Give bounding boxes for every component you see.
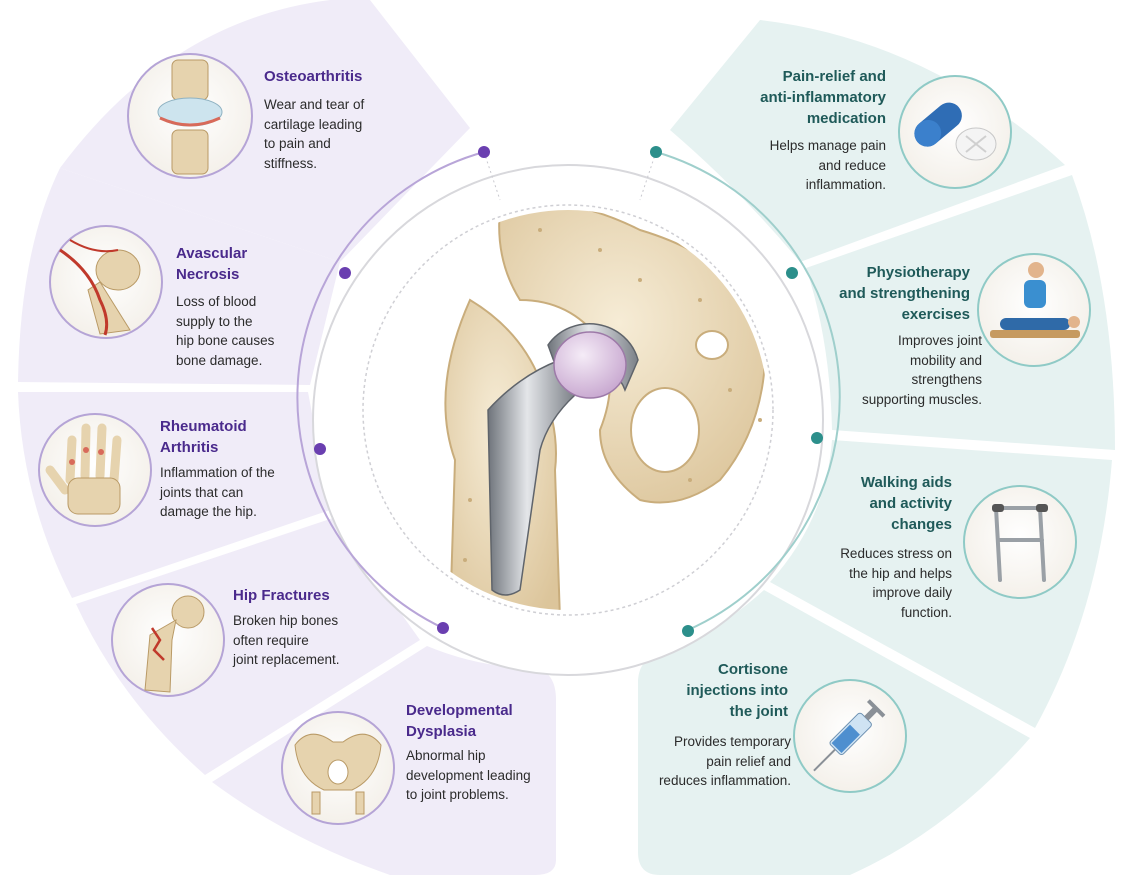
knee-joint-icon — [127, 53, 253, 179]
cause-desc-hip-fractures: Broken hip bones often require joint rep… — [233, 613, 340, 667]
treatment-desc-walking-aids: Reduces stress on the hip and helps impr… — [840, 546, 952, 620]
cause-title-rheumatoid-arthritis: Rheumatoid Arthritis — [160, 418, 247, 456]
treatment-title-physiotherapy: Physiotherapy and strengthening exercise… — [839, 264, 970, 323]
treatment-desc-medication: Helps manage pain and reduce inflammatio… — [769, 138, 886, 192]
connector-dot — [437, 622, 449, 634]
inner-dashed-ring — [362, 204, 774, 616]
treatment-connector-dots — [650, 146, 823, 637]
physiotherapist-icon — [977, 253, 1091, 367]
causes-panel — [18, 0, 556, 875]
treatment-desc-physiotherapy: Improves joint mobility and strengthens … — [861, 333, 982, 407]
cause-title-developmental-dysplasia: Developmental Dysplasia — [406, 702, 513, 740]
cause-title-avascular-necrosis: Avascular Necrosis — [176, 245, 248, 283]
connector-dot — [314, 443, 326, 455]
syringe-icon — [793, 679, 907, 793]
connector-dot — [786, 267, 798, 279]
cause-title-osteoarthritis: Osteoarthritis — [264, 68, 363, 85]
hip-blood-vessels-icon — [49, 225, 163, 339]
cause-desc-osteoarthritis: Wear and tear of cartilage leading to pa… — [264, 97, 365, 171]
causes-arc — [296, 151, 485, 629]
treatment-title-medication: Pain-relief and anti-inflammatory medica… — [760, 68, 886, 127]
fractured-femur-icon — [111, 583, 225, 697]
cause-desc-rheumatoid-arthritis: Inflammation of the joints that can dama… — [160, 465, 275, 519]
treatments-arc — [655, 151, 841, 631]
treatment-segment-physiotherapy — [806, 175, 1115, 450]
connector-dot — [478, 146, 490, 158]
hip-implant-illustration — [444, 210, 767, 610]
treatment-title-cortisone: Cortisone injections into the joint — [686, 661, 788, 720]
connector-dot — [811, 432, 823, 444]
obturator-foramen — [630, 387, 700, 473]
cause-connector-dots — [314, 146, 490, 634]
connector-dot — [339, 267, 351, 279]
walker-icon — [963, 485, 1077, 599]
implant-stem — [487, 359, 576, 596]
treatment-title-walking-aids: Walking aids and activity changes — [860, 474, 952, 533]
pills-icon — [898, 75, 1012, 189]
connector-dot — [682, 625, 694, 637]
connector-dot — [650, 146, 662, 158]
treatment-desc-cortisone: Provides temporary pain relief and reduc… — [658, 734, 791, 788]
femoral-head-liner — [553, 331, 627, 399]
cause-desc-avascular-necrosis: Loss of blood supply to the hip bone cau… — [176, 294, 275, 368]
hand-joints-icon — [38, 413, 152, 527]
treatment-segment-medication — [670, 20, 1065, 262]
cause-title-hip-fractures: Hip Fractures — [233, 587, 330, 604]
pelvis-icon — [281, 711, 395, 825]
cause-desc-developmental-dysplasia: Abnormal hip development leading to join… — [406, 748, 531, 802]
cause-segment-fractures — [76, 518, 420, 775]
